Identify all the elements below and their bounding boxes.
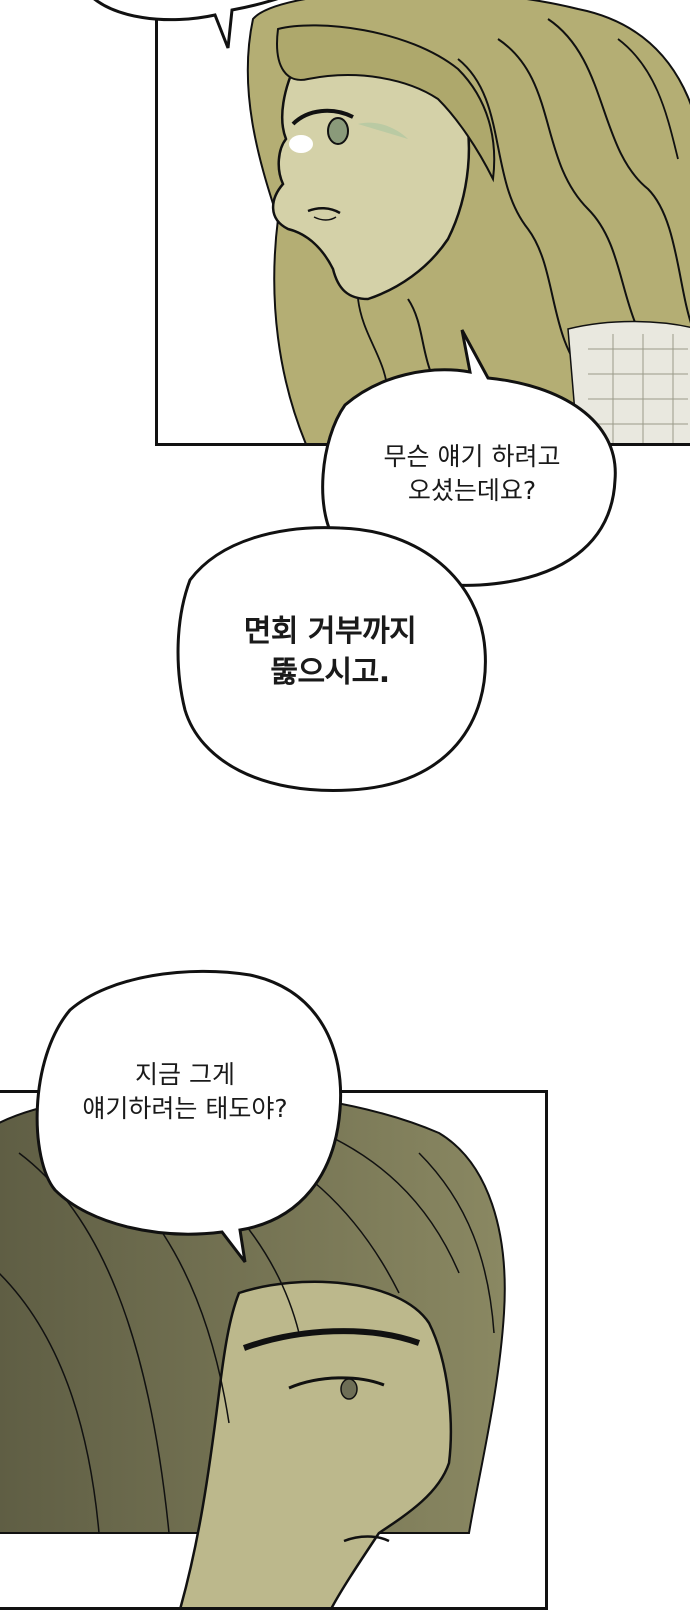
bubble-partial-top xyxy=(93,0,279,49)
bubble-1-line-1: 무슨 얘기 하려고 xyxy=(383,442,561,471)
top-panel xyxy=(155,0,690,446)
speech-bubble-3 xyxy=(35,969,343,1263)
bubble-2-line-2: 뚫으시고. xyxy=(270,654,390,690)
bubble-2-line-1: 면회 거부까지 xyxy=(243,614,417,649)
woman-illustration xyxy=(158,0,690,443)
bubble-1-line-2: 오셨는데요? xyxy=(407,475,537,505)
bubble-3-text: 지금 그게 얘기하려는 태도야? xyxy=(30,1058,340,1126)
bubble-1-text: 무슨 얘기 하려고 오셨는데요? xyxy=(322,440,622,508)
bubble-2-text: 면회 거부까지 뚫으시고. xyxy=(180,612,480,693)
speech-bubble-2 xyxy=(176,526,487,792)
bubble-3-line-2: 얘기하려는 태도야? xyxy=(82,1093,288,1123)
bubble-3-line-1: 지금 그게 xyxy=(135,1060,235,1089)
